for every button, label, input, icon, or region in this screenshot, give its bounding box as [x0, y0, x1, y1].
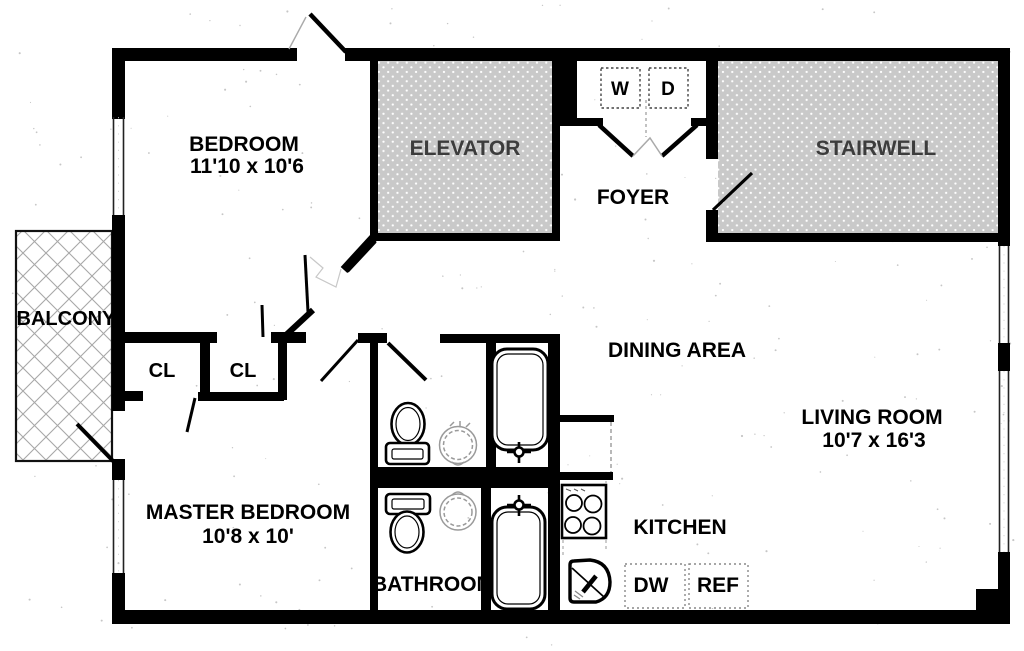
svg-text:MASTER BEDROOM: MASTER BEDROOM	[146, 501, 350, 524]
svg-text:ELEVATOR: ELEVATOR	[410, 137, 521, 160]
svg-text:CL: CL	[230, 360, 257, 382]
svg-text:REF: REF	[697, 574, 739, 597]
svg-text:BALCONY: BALCONY	[17, 308, 117, 330]
svg-text:LIVING ROOM: LIVING ROOM	[801, 406, 942, 429]
svg-text:10'7 x 16'3: 10'7 x 16'3	[822, 429, 925, 452]
svg-text:DW: DW	[634, 574, 669, 597]
svg-text:11'10 x 10'6: 11'10 x 10'6	[190, 155, 304, 178]
svg-text:CL: CL	[149, 360, 176, 382]
svg-text:FOYER: FOYER	[597, 186, 669, 209]
svg-text:D: D	[661, 79, 675, 100]
svg-text:DINING AREA: DINING AREA	[608, 339, 746, 362]
svg-text:W: W	[611, 79, 629, 100]
svg-text:STAIRWELL: STAIRWELL	[816, 137, 937, 160]
svg-text:BATHROOM: BATHROOM	[372, 573, 494, 596]
svg-text:KITCHEN: KITCHEN	[633, 516, 726, 539]
svg-text:BEDROOM: BEDROOM	[189, 133, 299, 156]
svg-text:10'8 x 10': 10'8 x 10'	[202, 525, 294, 548]
